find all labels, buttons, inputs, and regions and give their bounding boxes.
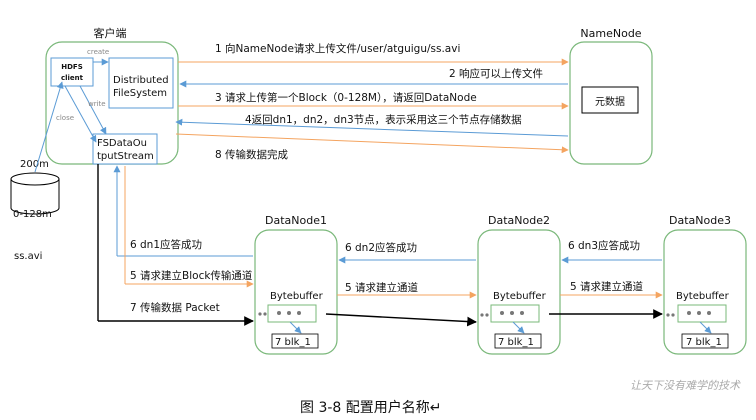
dn3-ack-label: 6 dn3应答成功: [568, 239, 640, 252]
datanode-1-buffer: [267, 304, 317, 323]
packet-dot: [687, 311, 691, 315]
datanode-2-buffer-label: Bytebuffer: [493, 291, 547, 302]
watermark: 让天下没有难学的技术: [630, 379, 741, 392]
packet-dot: [510, 311, 514, 315]
datanode-1: DataNode1 Bytebuffer 7 blk_1: [254, 214, 338, 355]
datanode-3-frame: [663, 229, 747, 355]
datanode-3-store-arrow: [699, 321, 712, 334]
datanode-3-title: DataNode3: [669, 214, 731, 227]
msg8-label: 8 传输数据完成: [215, 148, 289, 161]
packet-dot: [520, 311, 524, 315]
fsdata-label-1: FSDataOu: [97, 138, 147, 149]
datanode-1-title: DataNode1: [265, 214, 327, 227]
datanode-2-store-arrow: [512, 321, 525, 334]
client-title: 客户端: [94, 26, 127, 40]
msg4-label: 4返回dn1，dn2，dn3节点，表示采用这三个节点存储数据: [245, 113, 522, 126]
packet-dot: [485, 313, 489, 317]
datanode-3: DataNode3 Bytebuffer 7 blk_1: [663, 214, 747, 355]
hdfs-client-label-2: client: [61, 74, 84, 82]
datanode-1-store-arrow: [289, 321, 302, 334]
datanode-2-title: DataNode2: [488, 214, 550, 227]
datanode-3-block: [681, 333, 729, 349]
packet-dot: [258, 312, 262, 316]
packet-dot: [287, 311, 291, 315]
msg4-arrow: [175, 118, 569, 137]
metadata-box: [581, 86, 639, 114]
datanode-3-block-label: 7 blk_1: [686, 337, 722, 348]
close-label: close: [56, 114, 74, 122]
file-cylinder-top: [10, 172, 60, 186]
fsdata-label-2: tputStream: [97, 151, 154, 162]
packet-dot: [480, 313, 484, 317]
dn1-to-dn2-packet-arrow: [325, 313, 477, 327]
msg1-label: 1 向NameNode请求上传文件/user/atguigu/ss.avi: [215, 42, 460, 55]
datanode-2-block-label: 7 blk_1: [498, 337, 534, 348]
datanode-2-buffer: [490, 304, 540, 323]
fsdataoutputstream-box: [92, 133, 158, 165]
datanode-1-block: [271, 333, 319, 349]
packet-dot: [697, 311, 701, 315]
write-label: write: [88, 100, 106, 108]
metadata-label: 元数据: [595, 95, 625, 108]
datanode-1-frame: [254, 229, 338, 355]
packet-dot: [666, 313, 670, 317]
datanode-2: DataNode2 Bytebuffer 7 blk_1: [477, 214, 561, 355]
packet-dot: [500, 311, 504, 315]
namenode-title: NameNode: [580, 27, 641, 40]
hdfs-client-label-1: HDFS: [61, 63, 83, 71]
file-to-client-arrow: [34, 81, 64, 173]
packet-dot: [707, 311, 711, 315]
close-arrow: [64, 85, 97, 143]
datanode-1-block-label: 7 blk_1: [275, 337, 311, 348]
distributed-filesystem-box: [108, 57, 174, 109]
msg3-label: 3 请求上传第一个Block（0-128M），请返回DataNode: [215, 91, 477, 104]
packet-label: 7 传输数据 Packet: [130, 301, 220, 314]
datanode-3-buffer-label: Bytebuffer: [676, 291, 730, 302]
file-size-label: 200m: [20, 159, 49, 170]
file-cylinder-body: [10, 179, 60, 215]
packet-dot: [263, 312, 267, 316]
packet-dot: [277, 311, 281, 315]
client-node: 客户端 HDFS client Distributed FileSystem F…: [45, 26, 179, 165]
write-arrow: [79, 85, 107, 135]
dfs-label-1: Distributed: [113, 75, 169, 86]
datanode-2-block: [494, 333, 542, 349]
figure-caption: 图 3-8 配置用户名称↵: [300, 399, 442, 416]
create-label: create: [87, 48, 109, 56]
datanode-3-buffer: [677, 304, 727, 323]
dfs-label-2: FileSystem: [113, 88, 167, 99]
file-cylinder: 0-128m 200m ss.avi: [10, 81, 64, 262]
dn1-ack-label: 6 dn1应答成功: [130, 238, 202, 251]
packet-dot: [671, 313, 675, 317]
dn2-to-dn3-channel-label: 5 请求建立通道: [570, 280, 644, 293]
dn1-to-dn2-channel-label: 5 请求建立通道: [345, 281, 419, 294]
datanode-2-frame: [477, 229, 561, 355]
file-name-label: ss.avi: [14, 251, 42, 262]
dn2-ack-label: 6 dn2应答成功: [345, 241, 417, 254]
namenode: NameNode 元数据: [569, 27, 653, 165]
msg2-label: 2 响应可以上传文件: [449, 67, 543, 80]
datanode-1-buffer-label: Bytebuffer: [270, 291, 324, 302]
msg8-arrow: [175, 133, 569, 154]
block-channel-label: 5 请求建立Block传输通道: [130, 269, 253, 282]
packet-dot: [297, 311, 301, 315]
file-block-label: 0-128m: [13, 209, 52, 220]
